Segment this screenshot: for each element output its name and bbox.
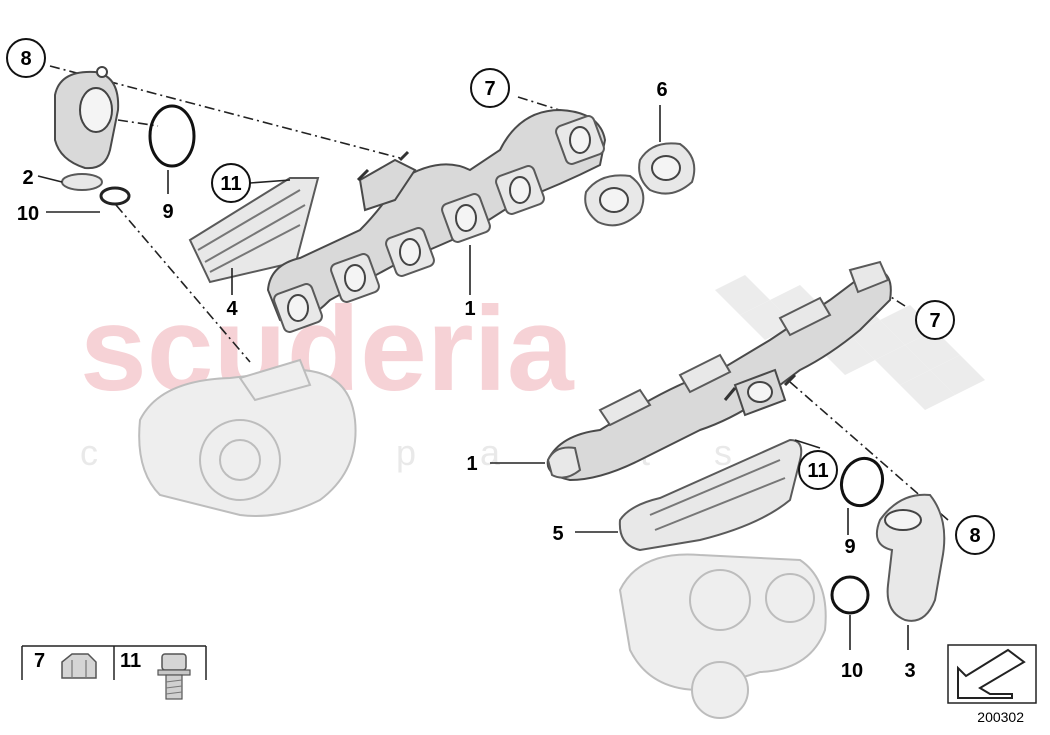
svg-text:7: 7	[929, 310, 940, 332]
o-ring-9-right	[839, 456, 885, 508]
callout-11-top: 11	[211, 163, 251, 203]
seal-ring-10-right	[830, 575, 870, 615]
callout-10-top: 10	[17, 203, 39, 225]
callout-1-mid: 1	[466, 453, 477, 475]
exhaust-manifold-right	[546, 260, 892, 482]
callout-9-bottom: 9	[844, 536, 855, 558]
callout-8-top: 8	[6, 38, 46, 78]
callout-9-top: 9	[162, 201, 173, 223]
arrow-icon	[957, 648, 1026, 699]
turbo-outlet-elbow-left	[54, 66, 120, 170]
direction-indicator	[947, 644, 1037, 704]
callout-6: 6	[656, 79, 667, 101]
svg-text:7: 7	[484, 78, 495, 100]
callout-8-right: 8	[955, 515, 995, 555]
callout-4: 4	[226, 298, 238, 320]
document-number: 200302	[977, 709, 1024, 725]
callout-3: 3	[904, 660, 915, 682]
seal-ring-10-top	[99, 186, 131, 206]
svg-text:11: 11	[220, 173, 241, 195]
callout-7-right: 7	[915, 300, 955, 340]
exhaust-manifold-top	[266, 108, 607, 333]
callout-2: 2	[22, 167, 33, 189]
callout-5: 5	[552, 523, 563, 545]
turbo-outlet-elbow-right	[876, 493, 946, 622]
leader-lines	[37, 105, 909, 650]
heat-shield-4	[188, 177, 320, 284]
svg-text:8: 8	[969, 525, 980, 547]
callout-11-mid: 11	[798, 450, 838, 490]
turbocharger-left-ghost	[138, 358, 357, 517]
legend-item-11: 11	[120, 650, 141, 672]
callout-10-bottom: 10	[841, 660, 863, 682]
gasket-ring-2	[61, 173, 103, 191]
bolt-icon	[157, 653, 191, 700]
manifold-gaskets-6	[584, 142, 696, 227]
svg-text:11: 11	[807, 460, 828, 482]
svg-text:8: 8	[20, 48, 31, 70]
hardware-legend: 7 11	[21, 645, 207, 700]
callout-7-top: 7	[470, 68, 510, 108]
nut-icon	[61, 653, 97, 679]
turbocharger-right-ghost	[618, 553, 827, 719]
callout-1-top: 1	[464, 298, 475, 320]
legend-item-7: 7	[34, 650, 45, 672]
o-ring-9-top	[148, 104, 196, 168]
heat-shield-5	[618, 438, 803, 552]
